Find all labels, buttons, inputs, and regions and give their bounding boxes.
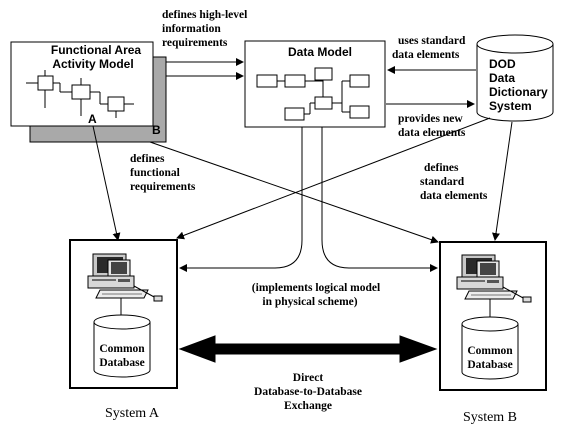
- activity-boxes: [26, 70, 134, 118]
- label-exchange-3: Exchange: [284, 400, 332, 412]
- model-label-a: A: [88, 112, 97, 126]
- system-b-db-top: [461, 316, 519, 332]
- functional-area-model: Functional Area Activity Model A B: [10, 41, 167, 143]
- label-uses-standard-2: data elements: [392, 49, 460, 61]
- data-model-title: Data Model: [288, 45, 352, 59]
- entity-boxes: [256, 67, 370, 121]
- label-standard-elements-3: data elements: [420, 190, 488, 202]
- system-a-db-body: [93, 322, 151, 378]
- functional-model-title-1: Functional Area: [51, 43, 142, 57]
- arrow-data-to-system-a: [179, 127, 303, 272]
- system-a-db-top: [93, 314, 151, 330]
- system-b-caption: System B: [463, 410, 517, 425]
- dictionary-cylinder-body: [476, 44, 554, 122]
- dod-data-dictionary: DOD Data Dictionary System: [476, 34, 554, 122]
- arrow-data-to-system-b: [321, 127, 438, 272]
- exchange-double-arrow: [178, 335, 438, 363]
- dictionary-line-3: Dictionary: [489, 85, 548, 99]
- label-uses-standard-1: uses standard: [398, 35, 466, 47]
- data-model: Data Model: [244, 40, 386, 128]
- label-exchange-1: Direct: [293, 372, 324, 384]
- top-labels: defines high-level information requireme…: [130, 9, 488, 202]
- system-a-db-line-2: Database: [99, 357, 144, 369]
- label-high-level-1: defines high-level: [162, 9, 247, 21]
- system-b: Common Database System B: [439, 241, 547, 425]
- workstation-icon: [87, 253, 163, 302]
- dictionary-line-2: Data: [489, 71, 515, 85]
- label-implements-2: in physical scheme): [262, 296, 357, 308]
- dictionary-cylinder-top: [476, 34, 554, 54]
- sheet-a: [10, 41, 154, 127]
- system-b-db-line-2: Database: [467, 359, 512, 371]
- label-standard-elements-2: standard: [420, 176, 465, 188]
- dictionary-line-1: DOD: [489, 57, 516, 71]
- label-functional-req-1: defines: [130, 153, 165, 165]
- label-functional-req-2: functional: [130, 167, 180, 179]
- arrow-model-to-system-b: [149, 141, 439, 244]
- arrow-dictionary-to-system-a: [176, 117, 491, 240]
- label-provides-new-2: data elements: [398, 127, 466, 139]
- label-standard-elements-1: defines: [424, 162, 459, 174]
- system-a-db-line-1: Common: [99, 343, 145, 355]
- system-b-db-line-1: Common: [467, 345, 513, 357]
- label-exchange-2: Database-to-Database: [254, 386, 362, 398]
- label-high-level-2: information: [162, 23, 221, 35]
- workstation-icon: [456, 254, 532, 303]
- system-b-db-body: [461, 324, 519, 380]
- arrow-model-to-system-a: [92, 125, 121, 241]
- label-high-level-3: requirements: [162, 37, 228, 49]
- system-a: Common Database System A: [69, 239, 178, 421]
- system-a-caption: System A: [105, 406, 160, 421]
- connectors: [92, 58, 513, 272]
- label-functional-req-3: requirements: [130, 181, 196, 193]
- functional-model-title-2: Activity Model: [52, 57, 133, 71]
- dictionary-line-4: System: [489, 99, 532, 113]
- model-label-b: B: [152, 123, 161, 137]
- label-implements-1: (implements logical model: [252, 282, 380, 294]
- label-provides-new-1: provides new: [398, 113, 463, 125]
- arrow-dictionary-to-system-b: [492, 121, 513, 241]
